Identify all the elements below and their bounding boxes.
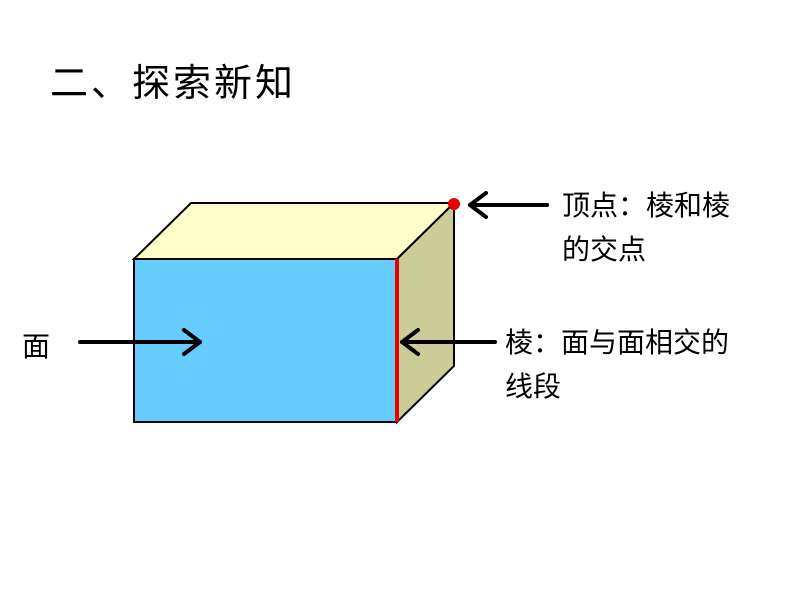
vertex-label: 顶点：棱和棱 的交点: [562, 184, 730, 272]
face-label: 面: [22, 325, 50, 369]
vertex-label-line2: 的交点: [562, 233, 647, 266]
edge-label-line1: 棱：面与面相交的: [505, 326, 730, 359]
page-title: 二、探索新知: [50, 61, 297, 105]
face-label-text: 面: [22, 330, 51, 363]
face-arrow: [78, 328, 202, 356]
edge-label: 棱：面与面相交的 线段: [505, 321, 729, 409]
vertex-label-line1: 顶点：棱和棱: [562, 189, 731, 222]
edge-arrow: [400, 328, 497, 356]
edge-label-line2: 线段: [505, 370, 562, 403]
vertex-arrow: [468, 191, 549, 219]
vertex-dot: [448, 198, 460, 210]
